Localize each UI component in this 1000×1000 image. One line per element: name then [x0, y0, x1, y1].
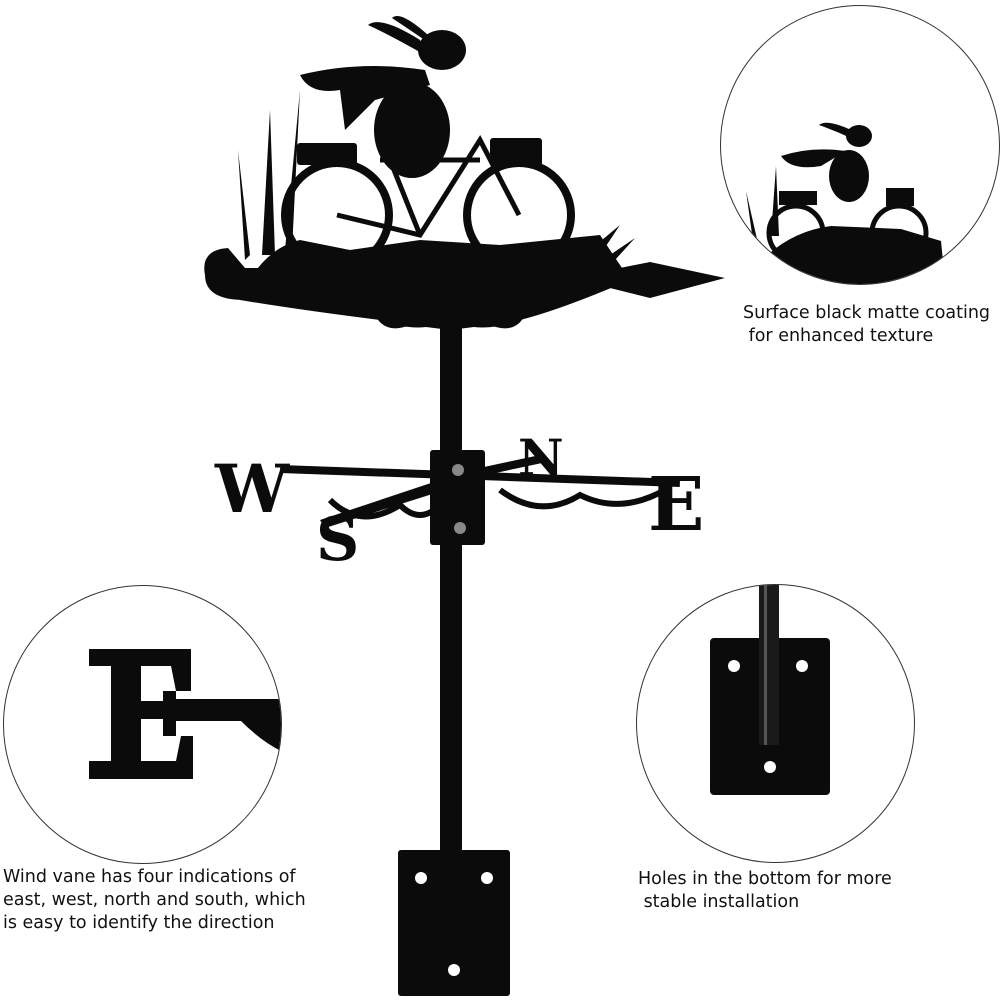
vane-silhouette: [204, 16, 725, 330]
caption-line: Wind vane has four indications of: [3, 867, 296, 887]
pole: [440, 328, 462, 853]
detail-circle-mount-plate: [636, 584, 915, 863]
caption-line: is easy to identify the direction: [3, 913, 275, 933]
caption-line: stable installation: [638, 892, 800, 912]
south-letter: S: [316, 505, 359, 575]
east-letter: E: [648, 462, 704, 548]
west-letter: W: [214, 450, 290, 528]
caption-line: Surface black matte coating: [743, 303, 991, 323]
caption-line: east, west, north and south, which: [3, 890, 306, 910]
holes-caption: Holes in the bottom for more stable inst…: [638, 868, 892, 914]
caption-line: Holes in the bottom for more: [638, 869, 892, 889]
mounting-plate: [398, 850, 510, 996]
coating-caption: Surface black matte coating for enhanced…: [743, 302, 990, 348]
detail-circle-east-letter: [3, 585, 282, 864]
caption-line: for enhanced texture: [743, 326, 934, 346]
compass-arms: [279, 450, 681, 545]
north-letter: N: [518, 428, 564, 487]
directions-caption: Wind vane has four indications of east, …: [3, 866, 306, 935]
detail-circle-silhouette: [720, 5, 1000, 285]
